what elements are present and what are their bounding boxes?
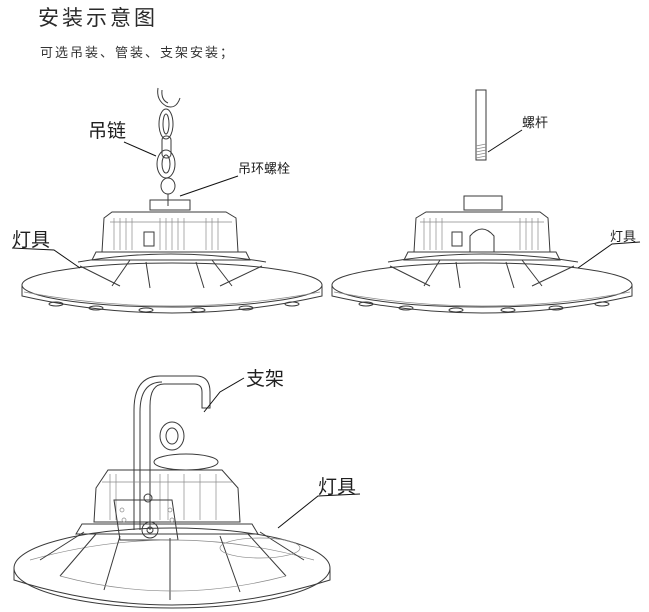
fixture-label-bottom: 灯具 bbox=[318, 476, 357, 498]
fixture-label-left: 灯具 bbox=[12, 229, 51, 251]
rod-label: 螺杆 bbox=[522, 116, 549, 131]
page-title: 安装示意图 bbox=[38, 6, 158, 30]
bracket-mount-illustration bbox=[13, 375, 331, 609]
chain-label: 吊链 bbox=[88, 120, 127, 142]
rod-hanging-illustration bbox=[331, 89, 633, 314]
page-subtitle: 可选吊装、管装、支架安装； bbox=[40, 46, 236, 61]
eye-bolt-label: 吊环螺栓 bbox=[238, 162, 291, 177]
fixture-label-right: 灯具 bbox=[610, 230, 637, 245]
chain-hanging-illustration bbox=[21, 87, 323, 314]
bracket-label: 支架 bbox=[246, 368, 285, 390]
